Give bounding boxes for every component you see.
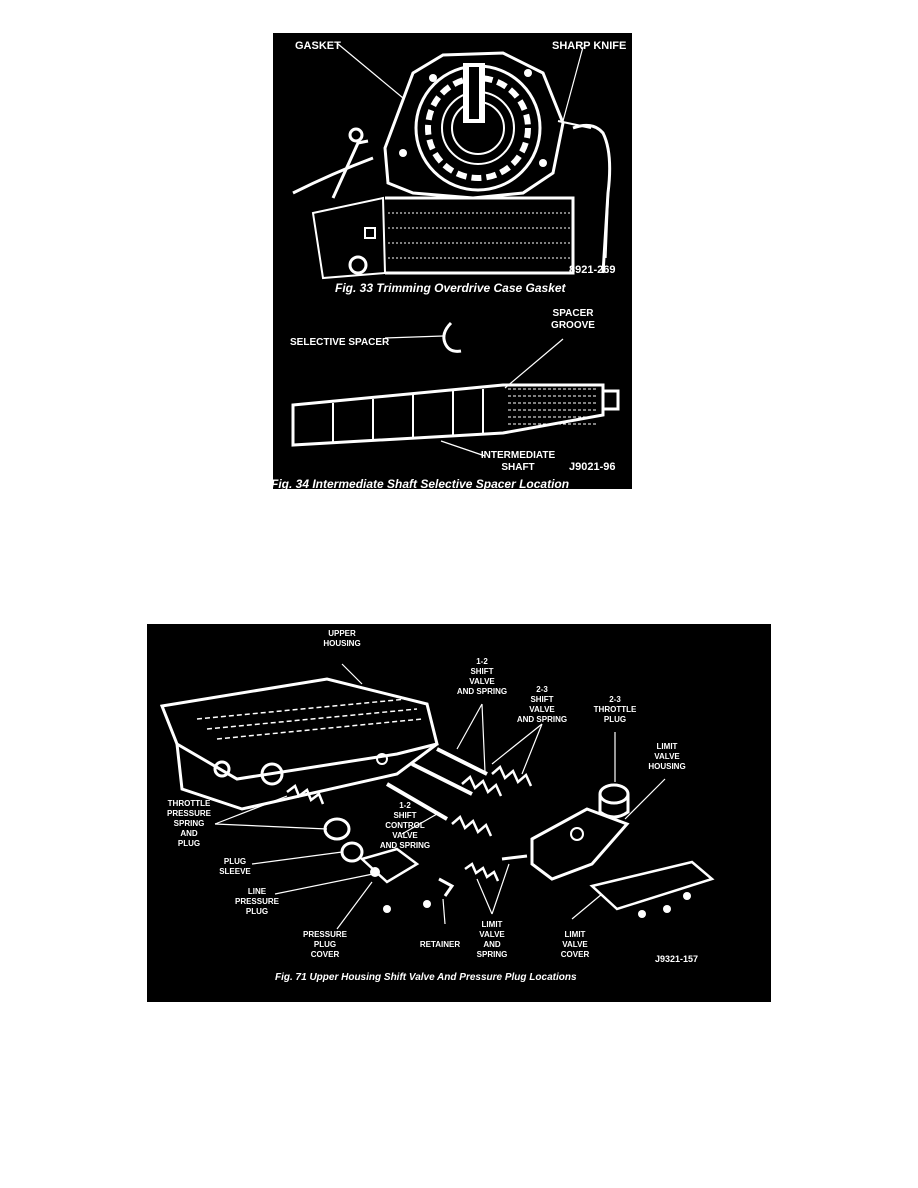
shift-control-label-3: CONTROL [385, 821, 425, 830]
limit-valve-spring-label-1: LIMIT [482, 920, 503, 929]
shift-control-label-4: VALVE [392, 831, 418, 840]
throttle-pressure-label-4: AND [180, 829, 198, 838]
valve-parts-illustration [286, 747, 715, 918]
throttle-plug-23-label-2: THROTTLE [594, 705, 637, 714]
shift-12-label-3: VALVE [469, 677, 495, 686]
shift-12-label-2: SHIFT [470, 667, 493, 676]
figure-panel-bottom: UPPER HOUSING 1-2 SHIFT VALVE AND SPRING… [147, 624, 771, 1002]
upper-housing-label-2: HOUSING [323, 639, 360, 648]
shift-23-label-3: VALVE [529, 705, 555, 714]
pressure-plug-cover-label-1: PRESSURE [303, 930, 348, 939]
shift-12-label-1: 1-2 [476, 657, 488, 666]
intermediate-shaft-leader [440, 440, 486, 457]
figure-33-34-illustration: GASKET SHARP KNIFE 8921-269 Fig. 33 Trim… [273, 40, 626, 489]
limit-valve-spring-label-3: AND [483, 940, 501, 949]
gasket-label: GASKET [295, 40, 341, 52]
line-pressure-label-2: PRESSURE [235, 897, 280, 906]
limit-valve-cover-label-2: VALVE [562, 940, 588, 949]
limit-valve-housing-label-2: VALVE [654, 752, 680, 761]
pressure-plug-cover-label-3: COVER [311, 950, 340, 959]
spacer-label: SPACER [553, 308, 595, 319]
fig71-caption: Fig. 71 Upper Housing Shift Valve And Pr… [275, 972, 577, 983]
limit-valve-spring-label-4: SPRING [477, 950, 508, 959]
fig33-code: 8921-269 [569, 264, 616, 276]
selective-spacer-label: SELECTIVE SPACER [290, 337, 390, 348]
shift-control-label-1: 1-2 [399, 801, 411, 810]
limit-valve-cover-label-3: COVER [561, 950, 590, 959]
throttle-pressure-label-1: THROTTLE [168, 799, 211, 808]
code-leader [605, 182, 610, 259]
spacer-groove-leader [504, 338, 564, 389]
groove-label: GROOVE [551, 320, 595, 331]
leader-lines [214, 663, 666, 930]
limit-valve-housing-label-3: HOUSING [648, 762, 685, 771]
fig71-code: J9321-157 [655, 954, 698, 964]
shift-control-label-2: SHIFT [393, 811, 416, 820]
throttle-pressure-label-2: PRESSURE [167, 809, 212, 818]
gasket-illustration [292, 51, 612, 280]
sharp-knife-label: SHARP KNIFE [552, 40, 626, 52]
sharp-knife-leader [562, 46, 584, 122]
limit-valve-spring-label-2: VALVE [479, 930, 505, 939]
selective-spacer-leader [384, 335, 444, 339]
gasket-leader [337, 43, 404, 99]
throttle-plug-23-label-1: 2-3 [609, 695, 621, 704]
pressure-plug-cover-label-2: PLUG [314, 940, 336, 949]
intermediate-label: INTERMEDIATE [481, 450, 556, 461]
line-pressure-label-3: PLUG [246, 907, 268, 916]
upper-housing-label-1: UPPER [328, 629, 356, 638]
shift-12-label-4: AND SPRING [457, 687, 507, 696]
shaft-illustration [291, 321, 620, 447]
shaft-label: SHAFT [501, 462, 534, 473]
shift-23-label-4: AND SPRING [517, 715, 567, 724]
upper-housing-illustration [159, 677, 439, 811]
plug-sleeve-label-2: SLEEVE [219, 867, 251, 876]
line-pressure-label-1: LINE [248, 887, 267, 896]
fig34-caption: Fig. 34 Intermediate Shaft Selective Spa… [273, 477, 569, 489]
figure-panel-top: GASKET SHARP KNIFE 8921-269 Fig. 33 Trim… [273, 33, 632, 489]
shift-23-label-1: 2-3 [536, 685, 548, 694]
shift-control-label-5: AND SPRING [380, 841, 430, 850]
limit-valve-housing-label-1: LIMIT [657, 742, 678, 751]
retainer-label: RETAINER [420, 940, 461, 949]
throttle-pressure-label-5: PLUG [178, 839, 200, 848]
limit-valve-cover-label-1: LIMIT [565, 930, 586, 939]
plug-sleeve-label-1: PLUG [224, 857, 246, 866]
fig33-caption: Fig. 33 Trimming Overdrive Case Gasket [335, 281, 567, 295]
fig71-labels: UPPER HOUSING 1-2 SHIFT VALVE AND SPRING… [167, 629, 686, 959]
fig34-code: J9021-96 [569, 461, 616, 473]
throttle-plug-23-label-3: PLUG [604, 715, 626, 724]
shift-23-label-2: SHIFT [530, 695, 553, 704]
throttle-pressure-label-3: SPRING [174, 819, 205, 828]
figure-71-illustration: UPPER HOUSING 1-2 SHIFT VALVE AND SPRING… [159, 629, 715, 983]
